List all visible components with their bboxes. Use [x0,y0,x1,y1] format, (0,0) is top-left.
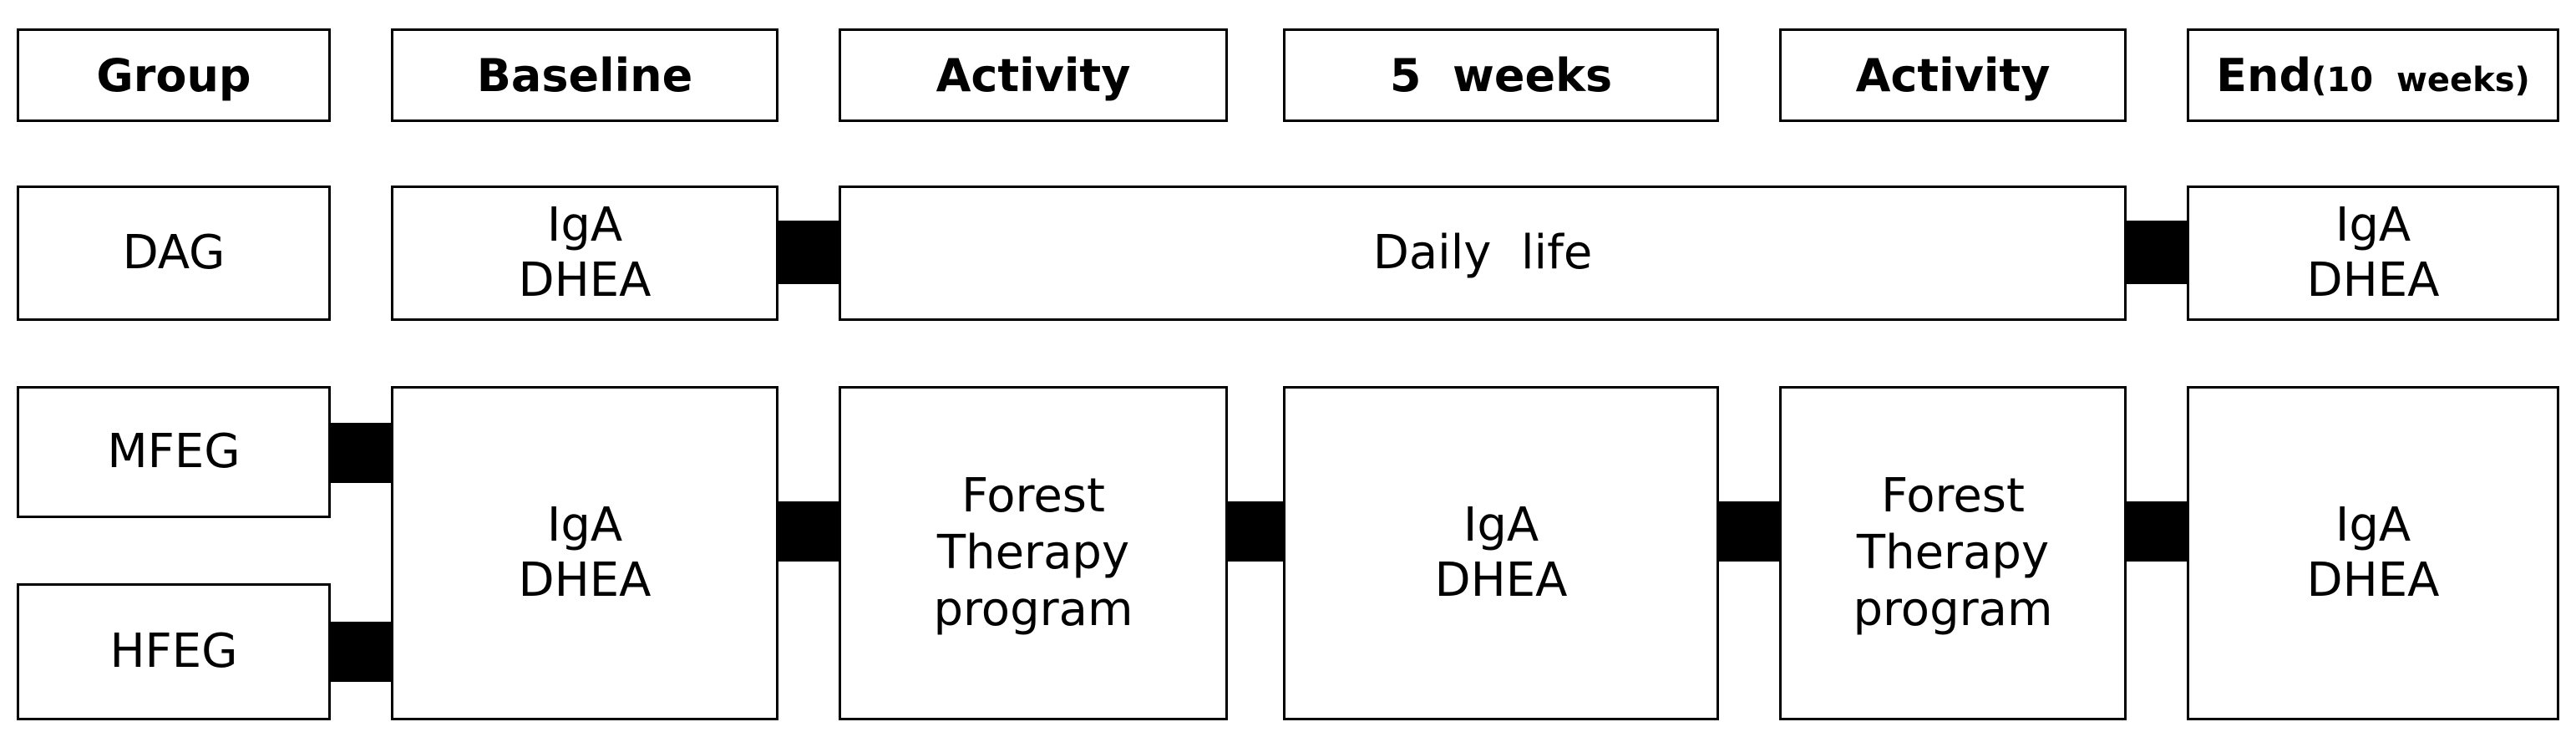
feg-baseline-line2: DHEA [518,553,652,607]
feg-end-line2: DHEA [2306,553,2440,607]
header-five-weeks-label: 5 weeks [1389,48,1613,102]
feg-activity-1: Forest Therapy program [839,386,1228,720]
hfeg-group-label: HFEG [109,623,238,679]
feg-activity-2: Forest Therapy program [1779,386,2127,720]
feg-five-weeks-line1: IgA [1463,497,1539,552]
dag-end: IgA DHEA [2187,186,2559,321]
feg-activity-2-line1: Forest [1881,468,2025,523]
dag-daily-life-label: Daily life [1372,225,1593,280]
hfeg-connector [331,622,391,682]
mfeg-group: MFEG [17,386,331,518]
header-activity-1-label: Activity [936,48,1131,102]
feg-connector-2 [1228,501,1283,562]
mfeg-connector [331,423,391,483]
header-group: Group [17,28,331,122]
header-activity-1: Activity [839,28,1228,122]
feg-five-weeks: IgA DHEA [1283,386,1719,720]
dag-connector-2 [2127,221,2187,284]
dag-baseline-line2: DHEA [518,253,652,308]
dag-baseline-line1: IgA [546,197,623,252]
header-end: End(10 weeks) [2187,28,2559,122]
dag-group-label: DAG [122,225,226,280]
feg-activity-2-line2: Therapy [1856,525,2050,580]
header-activity-2-label: Activity [1855,48,2051,102]
feg-activity-1-line3: program [933,582,1133,638]
header-baseline-label: Baseline [476,48,693,102]
header-end-sub: (10 weeks) [2311,60,2530,99]
mfeg-group-label: MFEG [107,424,241,479]
dag-baseline: IgA DHEA [391,186,778,321]
feg-activity-2-line3: program [1853,582,2053,638]
feg-end-line1: IgA [2335,497,2411,552]
header-group-label: Group [96,48,251,102]
dag-group: DAG [17,186,331,321]
dag-connector-1 [778,221,839,284]
feg-connector-4 [2127,501,2187,562]
dag-end-line2: DHEA [2306,253,2440,308]
header-baseline: Baseline [391,28,778,122]
feg-end: IgA DHEA [2187,386,2559,720]
dag-daily-life: Daily life [839,186,2127,321]
feg-connector-1 [778,501,839,562]
header-end-main: End [2216,48,2312,102]
feg-baseline: IgA DHEA [391,386,778,720]
header-five-weeks: 5 weeks [1283,28,1719,122]
hfeg-group: HFEG [17,583,331,720]
feg-baseline-line1: IgA [546,497,623,552]
feg-activity-1-line2: Therapy [936,525,1130,580]
feg-activity-1-line1: Forest [961,468,1105,523]
header-end-label: End(10 weeks) [2216,49,2530,102]
header-activity-2: Activity [1779,28,2127,122]
feg-five-weeks-line2: DHEA [1434,553,1568,607]
feg-connector-3 [1719,501,1779,562]
dag-end-line1: IgA [2335,197,2411,252]
